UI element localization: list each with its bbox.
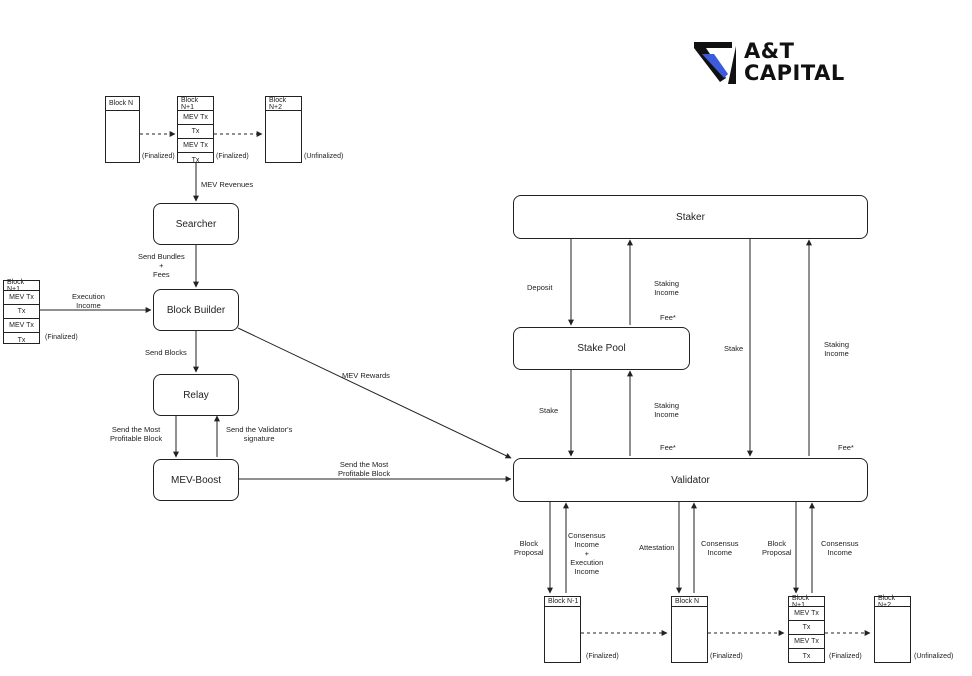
block-title: Block N-1 — [545, 597, 580, 607]
block-title: Block N — [672, 597, 707, 607]
status-label: (Finalized) — [45, 334, 78, 341]
staking-income-1-label: Staking Income — [654, 279, 680, 297]
attestation-label: Attestation — [639, 543, 675, 552]
block-row: MEV Tx — [4, 319, 39, 333]
block-row: Tx — [802, 652, 811, 660]
staking-income-right-label: Staking Income — [824, 340, 850, 358]
deposit-label: Deposit — [527, 283, 553, 292]
status-label: (Finalized) — [829, 653, 862, 660]
stake-pool-node: Stake Pool — [513, 327, 690, 370]
validator-node: Validator — [513, 458, 868, 502]
status-label: (Finalized) — [586, 653, 619, 660]
status-label: (Finalized) — [216, 153, 249, 160]
block-title: Block N+2 — [266, 97, 301, 111]
block-row: MEV Tx — [178, 139, 213, 153]
fee-2-label: Fee* — [660, 443, 676, 452]
status-label: (Unfinalized) — [914, 653, 954, 660]
status-label: (Unfinalized) — [304, 153, 344, 160]
send-blocks-label: Send Blocks — [145, 348, 187, 357]
block-row: MEV Tx — [178, 111, 213, 125]
block-title: Block N+1 — [178, 97, 213, 111]
staking-income-2-label: Staking Income — [654, 401, 680, 419]
searcher-node: Searcher — [153, 203, 239, 245]
mev-revenues-label: MEV Revenues — [201, 180, 254, 189]
send-validator-sig-label: Send the Validator's signature — [226, 425, 293, 443]
relay-node: Relay — [153, 374, 239, 416]
logo-line2: CAPITAL — [744, 61, 845, 85]
block-row: MEV Tx — [789, 635, 824, 649]
block-title: Block N+2 — [875, 595, 910, 609]
top-block-n2: Block N+2 — [265, 96, 302, 163]
logo-mark-icon — [694, 42, 736, 84]
bottom-block-n2: Block N+2 — [874, 595, 911, 663]
execution-income-label: Execution Income — [72, 292, 105, 310]
logo-wordmark: A&T CAPITAL — [744, 40, 845, 84]
send-most-profitable-2-label: Send the Most Profitable Block — [338, 460, 391, 478]
block-proposal-2-label: Block Proposal — [762, 539, 792, 557]
bottom-block-n1: Block N+1 MEV Tx Tx MEV Tx Tx — [788, 595, 825, 663]
block-row: MEV Tx — [4, 291, 39, 305]
send-bundles-label: Send Bundles + Fees — [138, 252, 185, 279]
block-row: Tx — [191, 156, 200, 164]
bottom-block-n: Block N — [671, 596, 708, 663]
block-row: Tx — [17, 336, 26, 344]
block-row: Tx — [178, 125, 213, 139]
fee-3-label: Fee* — [838, 443, 854, 452]
logo-line1: A&T — [744, 39, 795, 63]
consensus-income-1-label: Consensus Income — [701, 539, 739, 557]
bottom-block-nm1: Block N-1 — [544, 596, 581, 663]
company-logo: A&T CAPITAL — [692, 38, 877, 88]
status-label: (Finalized) — [142, 153, 175, 160]
block-title: Block N — [106, 97, 139, 111]
stake-middle-label: Stake — [724, 344, 744, 353]
send-most-profitable-label: Send the Most Profitable Block — [110, 425, 163, 443]
mev-boost-node: MEV-Boost — [153, 459, 239, 501]
stake-pool-stake-label: Stake — [539, 406, 559, 415]
block-row: MEV Tx — [789, 607, 824, 621]
block-title: Block N+1 — [4, 279, 39, 293]
block-row: Tx — [789, 621, 824, 635]
arrow-mev-rewards — [237, 327, 512, 459]
consensus-income-2-label: Consensus Income — [821, 539, 859, 557]
consensus-exec-income-label: Consensus Income + Execution Income — [568, 531, 606, 576]
status-label: (Finalized) — [710, 653, 743, 660]
top-block-n1: Block N+1 MEV Tx Tx MEV Tx Tx — [177, 96, 214, 164]
top-block-n: Block N — [105, 96, 140, 163]
block-proposal-1-label: Block Proposal — [514, 539, 544, 557]
block-row: Tx — [4, 305, 39, 319]
block-title: Block N+1 — [789, 595, 824, 609]
block-builder-node: Block Builder — [153, 289, 239, 331]
side-block-n1: Block N+1 MEV Tx Tx MEV Tx Tx — [3, 279, 40, 344]
staker-node: Staker — [513, 195, 868, 239]
mev-rewards-label: MEV Rewards — [342, 371, 390, 380]
fee-1-label: Fee* — [660, 313, 676, 322]
